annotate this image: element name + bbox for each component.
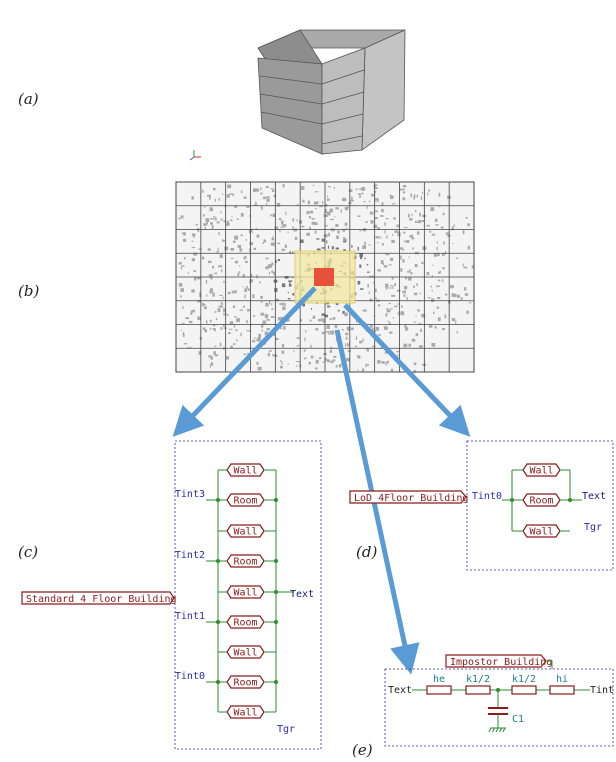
panel-label-a: (a) <box>18 90 39 108</box>
block-d-wall-2-label: Wall <box>529 527 553 538</box>
block-wall-6-label: Wall <box>233 648 257 659</box>
panel-label-b: (b) <box>18 282 39 300</box>
block-d-wall-0: Wall <box>522 463 561 477</box>
diagram-e-title: Impostor_Building <box>450 657 552 668</box>
arrow-to-d <box>343 303 471 437</box>
diagram-d-title-tag: LoD_4Floor_Building <box>349 490 468 504</box>
block-room-1: Room <box>226 493 265 507</box>
resistor-label-0: he <box>433 674 445 685</box>
resistor-2 <box>511 685 537 695</box>
resistor-3 <box>549 685 575 695</box>
block-wall-8-label: Wall <box>233 708 257 719</box>
block-wall-6: Wall <box>226 645 265 659</box>
panel-label-e: (e) <box>352 741 373 759</box>
node-tint3: Tint3 <box>175 489 205 500</box>
building-3d-model <box>257 29 406 155</box>
diagram-c-frame <box>174 440 322 750</box>
diagram-e-title-tag: Impostor_Building <box>445 654 553 669</box>
diagram-c-title: Standard_4_Floor_Building <box>26 594 177 605</box>
block-d-wall-0-label: Wall <box>529 466 553 477</box>
block-room-7-label: Room <box>233 678 257 689</box>
block-d-wall-2: Wall <box>522 524 561 538</box>
diagram-d-title: LoD_4Floor_Building <box>354 493 468 504</box>
resistor-0 <box>426 685 452 695</box>
block-wall-4-label: Wall <box>233 588 257 599</box>
node-tint0: Tint0 <box>175 671 205 682</box>
node-d-tgr: Tgr <box>584 522 602 533</box>
block-wall-2: Wall <box>226 524 265 538</box>
block-wall-4: Wall <box>226 585 265 599</box>
node-tgr: Tgr <box>277 724 295 735</box>
block-wall-0-label: Wall <box>233 466 257 477</box>
arrow-to-c <box>172 286 317 437</box>
node-text: Text <box>290 589 314 600</box>
diagram-d-frame <box>466 440 614 571</box>
target-building-highlight <box>314 268 334 286</box>
resistor-1 <box>465 685 491 695</box>
block-room-3-label: Room <box>233 557 257 568</box>
node-tint2: Tint2 <box>175 550 205 561</box>
block-d-room-1: Room <box>522 493 561 507</box>
block-room-5-label: Room <box>233 618 257 629</box>
grid-lines <box>175 181 475 373</box>
block-d-room-1-label: Room <box>529 496 553 507</box>
block-wall-2-label: Wall <box>233 527 257 538</box>
node-d-text: Text <box>582 491 606 502</box>
node-d-tint0: Tint0 <box>472 491 502 502</box>
diagram-c-title-tag: Standard_4_Floor_Building <box>21 591 177 605</box>
block-room-7: Room <box>226 675 265 689</box>
diagram-e-frame <box>384 668 614 747</box>
node-e-tint: Tint <box>590 685 614 696</box>
block-wall-0: Wall <box>226 463 265 477</box>
block-wall-8: Wall <box>226 705 265 719</box>
axis-triad-icon <box>189 150 201 161</box>
diagram-c-network: WallRoomWallRoomWallRoomWallRoomWallTint… <box>175 463 314 735</box>
resistor-label-1: k1/2 <box>466 674 490 685</box>
city-grid-map <box>175 181 475 374</box>
block-room-3: Room <box>226 554 265 568</box>
capacitor-label: C1 <box>512 714 524 725</box>
block-room-5: Room <box>226 615 265 629</box>
panel-label-c: (c) <box>18 543 38 561</box>
node-e-text: Text <box>388 685 412 696</box>
node-tint1: Tint1 <box>175 611 205 622</box>
resistor-label-2: k1/2 <box>512 674 536 685</box>
panel-label-d: (d) <box>356 543 377 561</box>
block-room-1-label: Room <box>233 496 257 507</box>
resistor-label-3: hi <box>556 674 568 685</box>
